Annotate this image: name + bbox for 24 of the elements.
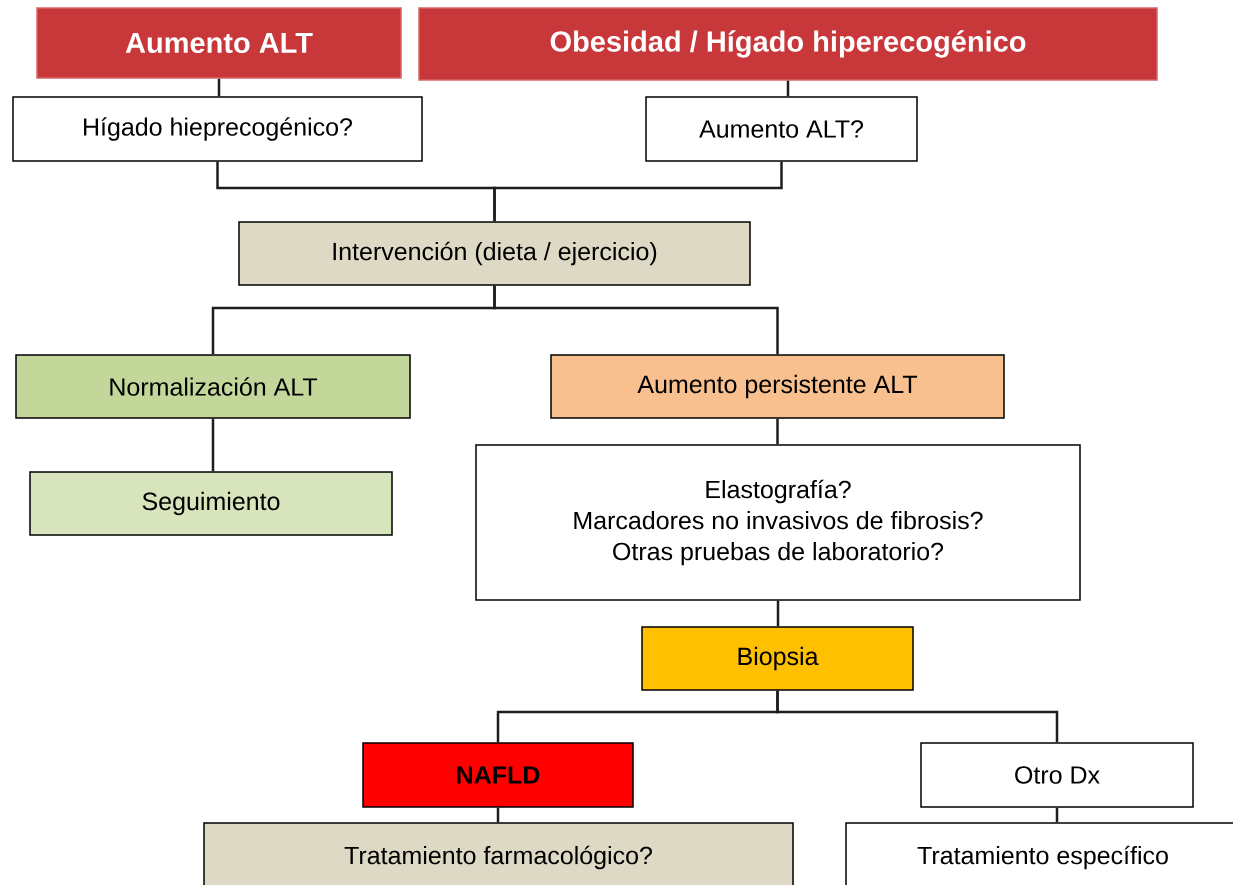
connector-line <box>496 807 500 823</box>
process-box: Elastografía? Marcadores no invasivos de fibrosis? Otras pruebas de laboratorio? <box>475 444 1081 601</box>
connector-line <box>786 80 790 97</box>
process-box: Biopsia <box>641 626 914 691</box>
connector-line <box>776 418 779 445</box>
process-box: Seguimiento <box>29 471 393 536</box>
result-box: NAFLD <box>362 742 634 808</box>
process-box: Intervención (dieta / ejercicio) <box>238 221 751 286</box>
process-box: Hígado hieprecogénico? <box>12 96 423 162</box>
connector-line <box>493 161 783 222</box>
connector-line <box>776 600 780 627</box>
header-box: Aumento ALT <box>36 7 402 79</box>
header-box: Obesidad / Hígado hiperecogénico <box>418 7 1158 81</box>
process-box: Normalización ALT <box>15 354 411 419</box>
connector-line <box>776 690 1059 743</box>
process-box: Aumento persistente ALT <box>550 354 1005 419</box>
process-box: Otro Dx <box>920 742 1194 808</box>
connector-line <box>217 78 221 97</box>
process-box: Tratamiento farmacológico? <box>203 822 794 885</box>
connector-line <box>1055 807 1059 823</box>
connector-line <box>493 285 779 355</box>
process-box: Aumento ALT? <box>645 96 918 162</box>
process-box: Tratamiento específico <box>845 822 1233 885</box>
connector-line <box>211 418 215 472</box>
